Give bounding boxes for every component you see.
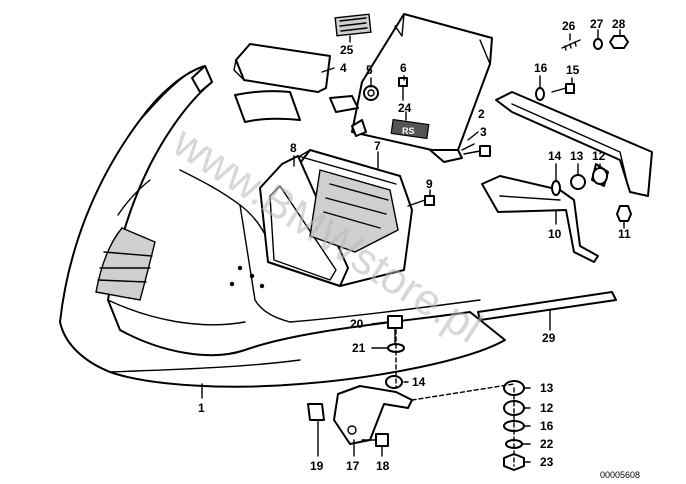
grommet-12-upper [592, 167, 608, 185]
callout-12: 12 [592, 149, 606, 163]
callout-1: 1 [198, 401, 205, 415]
callout-14: 14 [548, 149, 562, 163]
callout-27: 27 [590, 17, 604, 31]
callout-16: 16 [534, 61, 548, 75]
stud-26 [561, 39, 581, 51]
washer-16 [535, 87, 545, 101]
bracket-17 [333, 385, 413, 445]
screw-5 [363, 85, 379, 101]
mount-clip [329, 95, 367, 137]
callout-12-lower: 12 [540, 401, 554, 415]
callout-13: 13 [570, 149, 584, 163]
grommet-13-upper [570, 174, 586, 190]
callout-7: 7 [374, 139, 381, 153]
bolt-15 [551, 83, 575, 94]
callout-9: 9 [426, 177, 433, 191]
leader-lines [201, 29, 625, 463]
callout-20: 20 [350, 317, 364, 331]
headlight [259, 149, 413, 287]
callout-16-lower: 16 [540, 419, 554, 433]
callout-26: 26 [562, 19, 576, 33]
callout-22: 22 [540, 437, 554, 451]
callout-14-lower: 14 [412, 375, 426, 389]
callout-4: 4 [340, 61, 347, 75]
nut-28 [609, 35, 629, 49]
callout-29: 29 [542, 331, 556, 345]
assembly-lines [395, 329, 515, 467]
washer-14-lower [385, 375, 403, 389]
callout-24: 24 [398, 101, 412, 115]
nut-11 [616, 205, 632, 222]
callout-10: 10 [548, 227, 562, 241]
callout-11: 11 [618, 227, 631, 241]
callout-2: 2 [478, 107, 485, 121]
callout-15: 15 [566, 63, 580, 77]
screw-9 [407, 195, 435, 207]
callout-23: 23 [540, 455, 554, 469]
washer-27 [593, 38, 603, 50]
sticker-25 [334, 13, 372, 37]
callout-21: 21 [352, 341, 366, 355]
callout-18: 18 [376, 459, 390, 473]
decal-text: RS [402, 126, 415, 136]
clip-19 [307, 403, 325, 421]
callout-3: 3 [480, 125, 487, 139]
callout-19: 19 [310, 459, 324, 473]
washer-14-upper [551, 180, 561, 196]
callout-labels: 1 2 3 4 5 6 7 8 9 10 11 12 13 14 15 16 1… [198, 17, 631, 473]
callout-13-lower: 13 [540, 381, 554, 395]
rs-decal: RS [390, 118, 430, 140]
mount-plate [351, 13, 493, 163]
callout-8: 8 [290, 141, 297, 155]
strip-29 [477, 291, 617, 321]
upper-bracket [233, 43, 331, 93]
diagram-id: 00005608 [600, 470, 640, 480]
callout-28: 28 [612, 17, 626, 31]
callout-17: 17 [346, 459, 360, 473]
callout-25: 25 [340, 43, 354, 57]
fairing-shell [59, 65, 506, 388]
callout-6: 6 [400, 61, 407, 75]
callout-5: 5 [366, 63, 373, 77]
screw-3 [463, 145, 491, 157]
screw-6 [398, 77, 408, 101]
